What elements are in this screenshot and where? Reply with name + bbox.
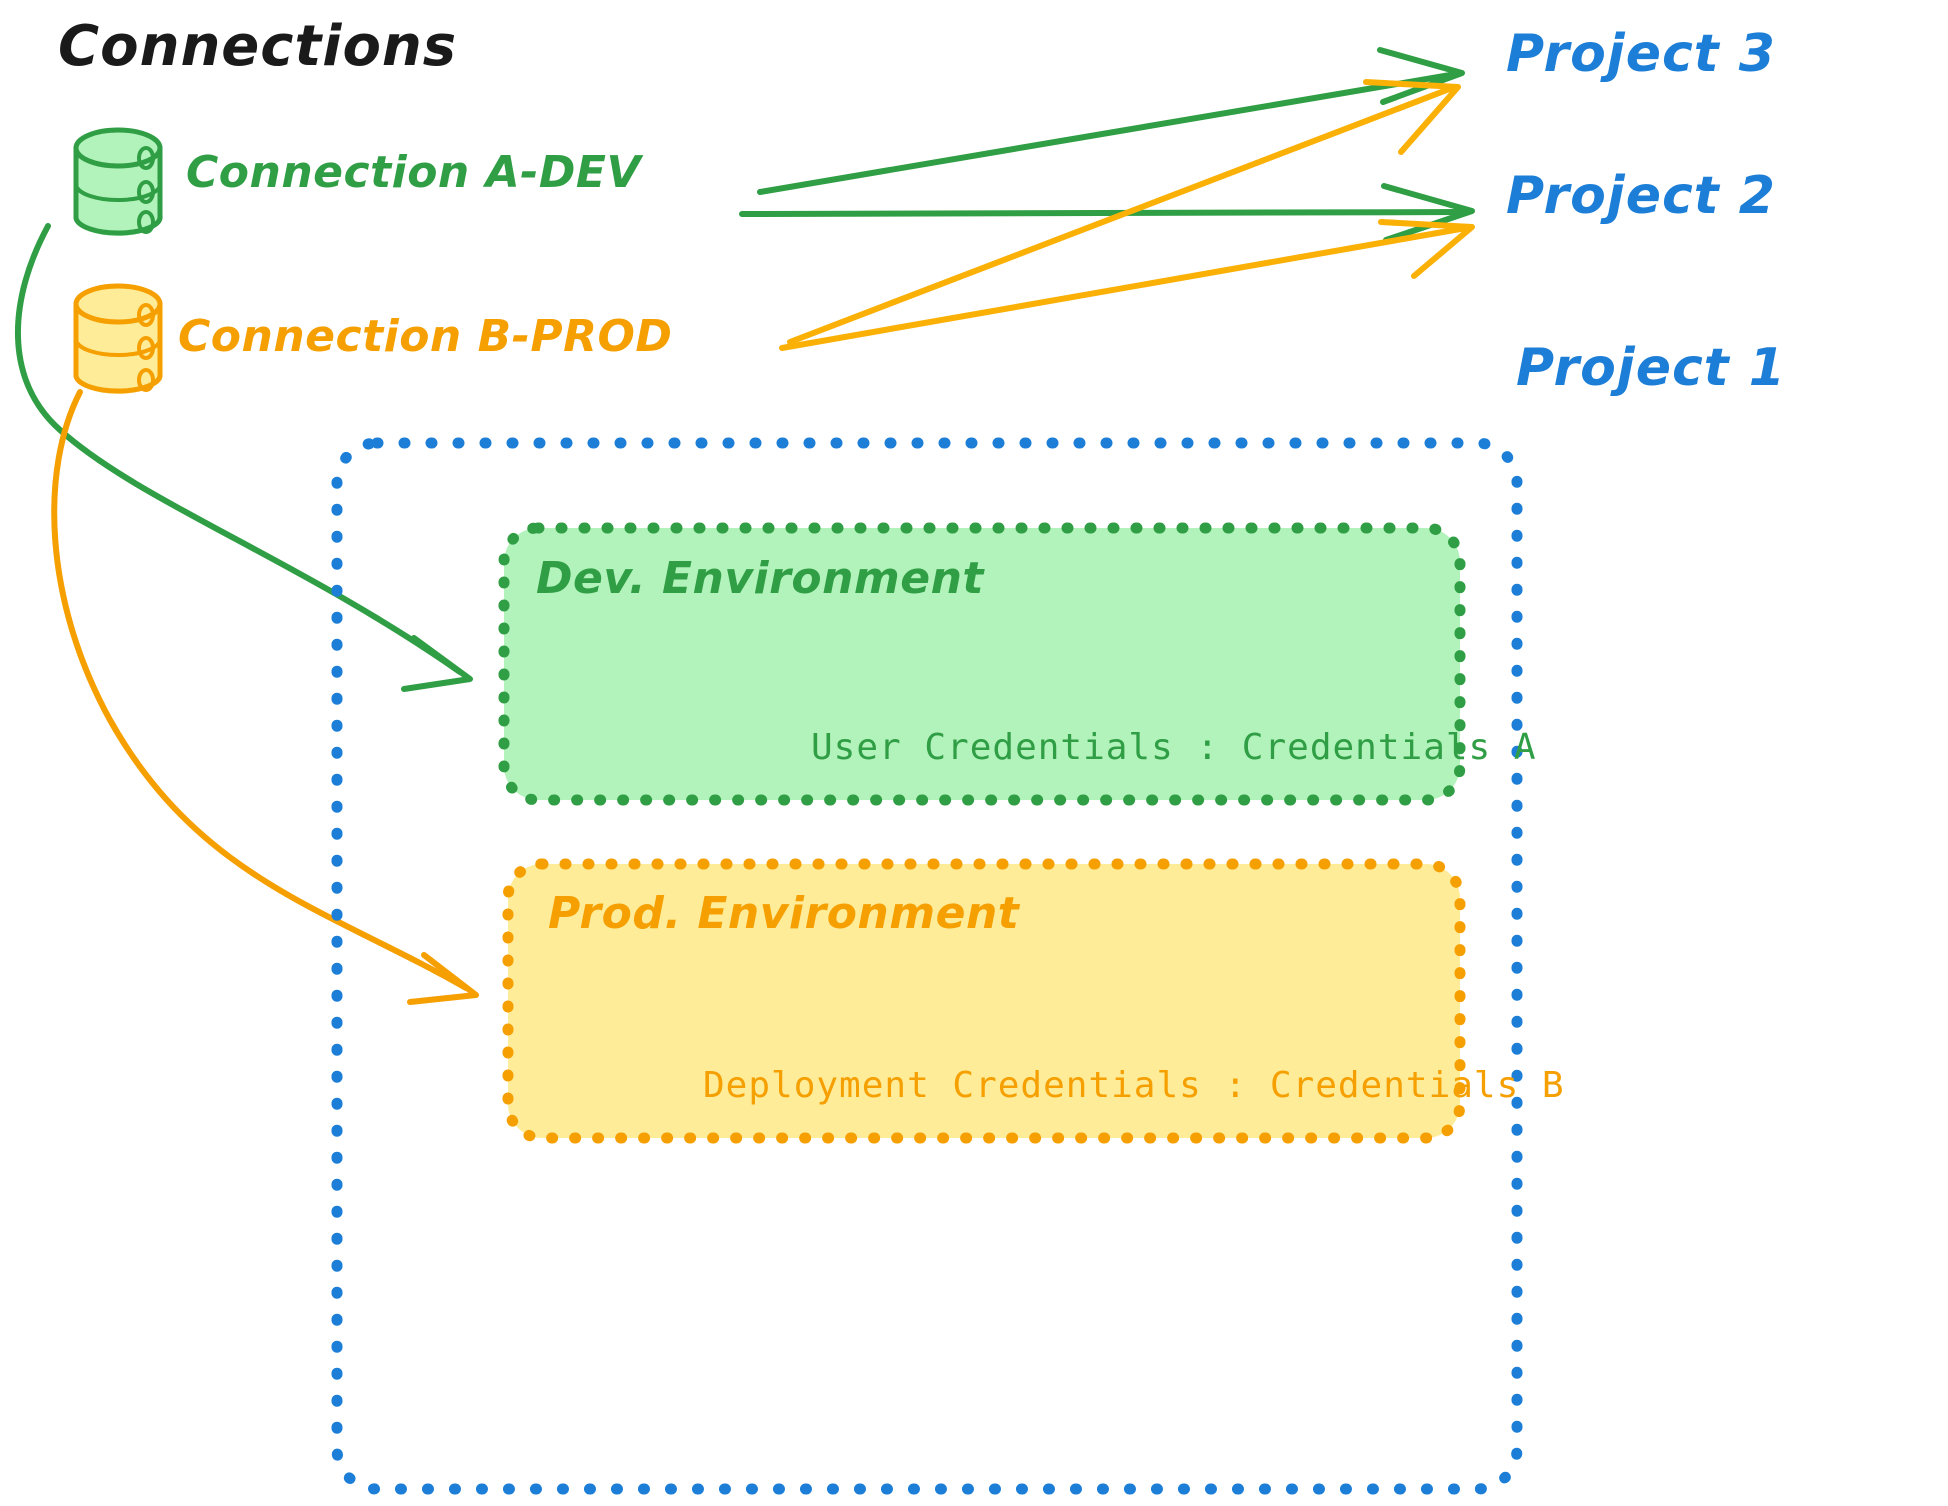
prod-environment-box[interactable] [502,858,1466,1144]
dev-environment-box[interactable] [498,522,1466,806]
database-cylinder-icon-a-dev[interactable] [73,127,163,236]
project-2-label[interactable]: Project 2 [1506,166,1776,226]
prod-environment-title: Prod. Environment [548,888,1020,939]
prod-environment-credentials: Deployment Credentials : Credentials B [703,1065,1565,1106]
edge-a-dev-to-project-3 [757,47,1465,195]
project-1-boundary [331,437,1523,1495]
database-cylinder-icon-b-prod[interactable] [73,283,163,394]
edge-b-prod-to-prod-environment [51,389,479,1005]
connection-b-prod-label: Connection B-PROD [178,311,673,362]
dev-environment-title: Dev. Environment [536,553,984,604]
dev-environment-credentials: User Credentials : Credentials A [811,727,1537,768]
edge-a-dev-to-dev-environment [15,223,473,692]
connection-a-dev-label: Connection A-DEV [186,147,642,198]
edge-b-prod-to-project-3 [787,79,1461,345]
edge-b-prod-to-project-2 [779,219,1475,351]
page-title: Connections [58,14,458,79]
project-3-label[interactable]: Project 3 [1506,24,1776,84]
edge-a-dev-to-project-2 [739,183,1475,243]
project-1-label[interactable]: Project 1 [1516,338,1786,398]
